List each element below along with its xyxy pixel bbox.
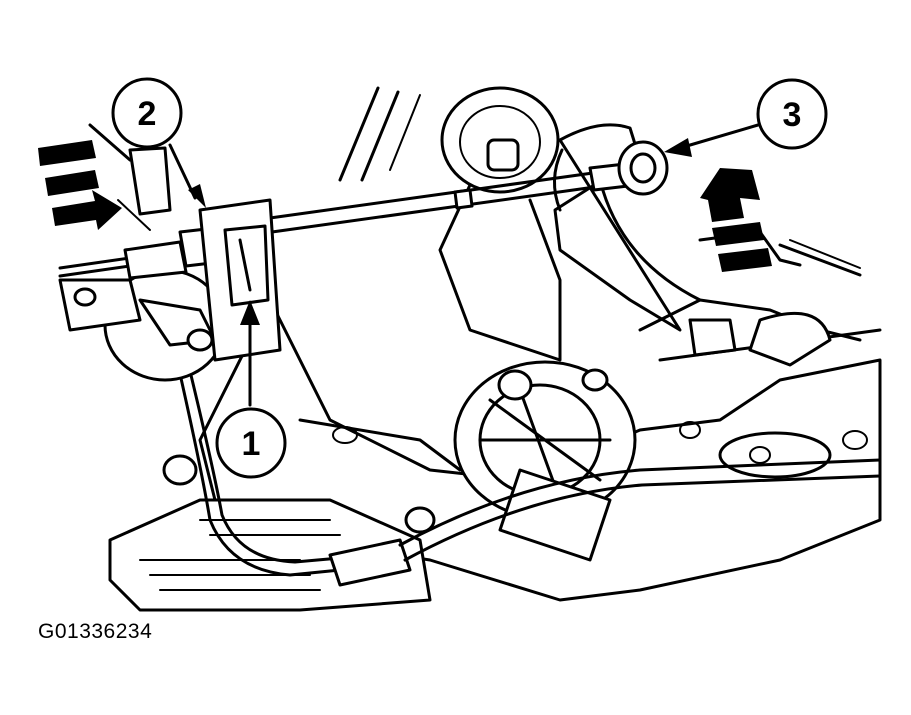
callout-3-number: 3	[783, 96, 802, 134]
callout-1: 1	[215, 407, 287, 479]
side-connector	[698, 230, 862, 277]
right-motion-arrows	[700, 168, 772, 272]
left-motion-arrows	[38, 140, 122, 230]
pulley	[438, 86, 562, 362]
cable-clip	[128, 146, 282, 362]
mount-bracket	[553, 123, 702, 332]
callout-2: 2	[111, 77, 183, 149]
callout-1-number: 1	[242, 425, 261, 463]
leader-lines	[168, 123, 760, 407]
frame-lines	[88, 86, 421, 231]
lower-cable	[162, 328, 882, 587]
shift-cable	[58, 140, 669, 280]
callout-2-number: 2	[138, 95, 157, 133]
figure-id-label: G01336234	[38, 620, 153, 643]
lever-assembly	[58, 268, 227, 382]
callout-3: 3	[756, 78, 828, 150]
